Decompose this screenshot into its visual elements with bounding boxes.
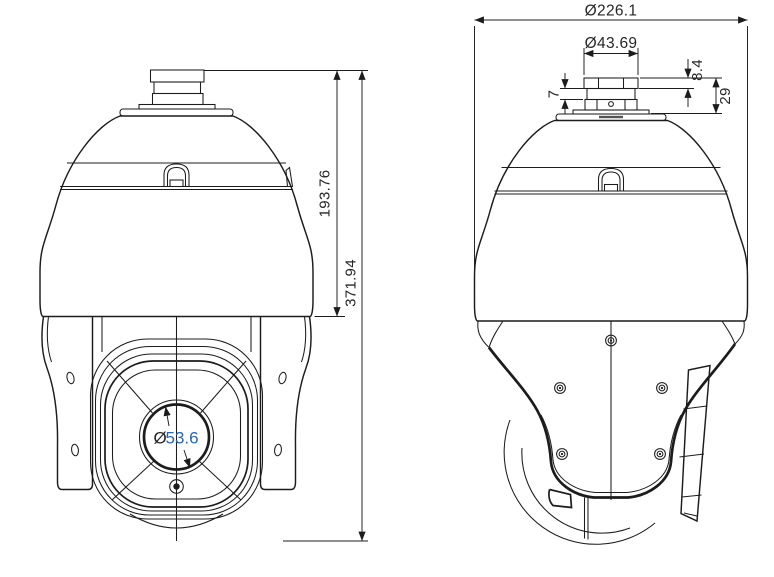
upper-height-label: 193.76 <box>317 170 334 218</box>
front-lift-handle <box>163 163 190 188</box>
overall-diameter-dimension: Ø226.1 <box>474 3 748 292</box>
cap-top-height-label: 8.4 <box>689 59 706 81</box>
head-circle-arc <box>503 419 656 545</box>
lens-diameter-symbol: Ø <box>154 429 167 448</box>
yoke-screw <box>605 334 617 347</box>
screw-slot <box>66 371 75 385</box>
screw-slot <box>274 443 282 457</box>
cap-diameter-label: Ø43.69 <box>585 35 638 52</box>
lens-diameter-dimension: Ø 53.6 <box>154 406 199 469</box>
head-dot <box>173 483 180 490</box>
cap-total-height-label: 29 <box>717 87 734 104</box>
cap-diameter-dimension: Ø43.69 <box>583 35 639 75</box>
side-head <box>477 320 745 545</box>
yoke-tab <box>548 488 573 509</box>
front-mount-cap <box>119 69 234 117</box>
yoke-screw <box>656 382 668 394</box>
front-dome-outline <box>39 115 314 318</box>
front-height-dimensions: 193.76 371.94 <box>204 70 368 542</box>
front-view: Ø 53.6 193.76 371.94 <box>39 69 368 542</box>
side-lift-handle <box>597 167 625 192</box>
overall-diameter-label: Ø226.1 <box>585 3 638 20</box>
lens-ring <box>142 403 211 471</box>
screw-slot <box>278 371 287 385</box>
side-view: Ø226.1 Ø43.69 8.4 7 <box>473 3 749 545</box>
cap-ring-height-label: 7 <box>546 90 563 99</box>
cap-top-height-dimension: 8.4 <box>639 59 706 107</box>
cap-total-height-dimension: 29 <box>640 77 734 114</box>
yoke-screw <box>554 382 566 394</box>
yoke-screw <box>654 448 666 460</box>
front-side-tab <box>285 166 294 187</box>
cap-ring-height-dimension: 7 <box>546 73 585 114</box>
total-height-label: 371.94 <box>343 259 360 307</box>
side-mount-cap <box>555 77 667 122</box>
lens-diameter-value: 53.6 <box>166 429 199 448</box>
side-dome-outline <box>473 119 749 322</box>
side-ir-panel <box>679 364 711 523</box>
yoke-screw <box>556 448 568 460</box>
cap-hole <box>608 101 614 107</box>
yoke-outline <box>487 343 737 499</box>
lens-ring-outer <box>138 399 215 475</box>
front-head <box>41 316 312 541</box>
screw-slot <box>71 443 79 457</box>
